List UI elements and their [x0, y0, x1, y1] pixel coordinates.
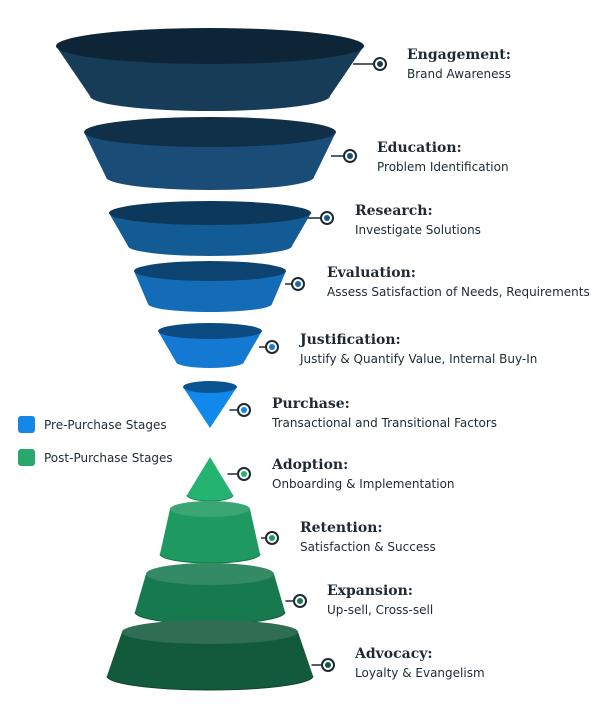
- stage-title: Expansion:: [327, 583, 413, 599]
- segment-top-cap: [170, 501, 250, 517]
- stage-title: Evaluation:: [327, 265, 416, 281]
- legend-label: Post-Purchase Stages: [44, 450, 173, 465]
- connector-dot-center: [297, 598, 303, 604]
- segment-body: [183, 387, 237, 428]
- stage-description: Up-sell, Cross-sell: [327, 602, 434, 617]
- stage-label-evaluation: Evaluation: Assess Satisfaction of Needs…: [327, 265, 590, 299]
- segment-body: [107, 632, 313, 690]
- segment-top-opening: [84, 117, 336, 147]
- segment-body: [160, 509, 260, 563]
- segment-top-opening: [56, 28, 364, 64]
- connector-dot-center: [241, 471, 247, 477]
- stage-description: Brand Awareness: [407, 66, 511, 81]
- segment-bottom-rim: [106, 675, 314, 691]
- segment-bottom-rim: [159, 553, 261, 564]
- funnel-segment-evaluation: [134, 261, 305, 312]
- connector-dot-center: [377, 61, 383, 67]
- connector-dot-center: [241, 407, 247, 413]
- connector-dot-center: [325, 662, 331, 668]
- stage-title: Purchase:: [272, 396, 350, 412]
- stage-label-justification: Justification: Justify & Quantify Value,…: [300, 332, 537, 366]
- stage-description: Justify & Quantify Value, Internal Buy-I…: [300, 351, 538, 366]
- connector-dot-center: [269, 535, 275, 541]
- funnel-segment-purchase: [183, 381, 251, 428]
- connector-dot-center: [324, 215, 330, 221]
- funnel-segment-engagement: [56, 28, 387, 111]
- segment-body: [187, 457, 233, 501]
- segment-body: [84, 132, 336, 190]
- stage-label-purchase: Purchase: Transactional and Transitional…: [272, 396, 497, 430]
- stage-description: Onboarding & Implementation: [272, 476, 455, 491]
- stage-label-research: Research: Investigate Solutions: [355, 203, 481, 237]
- segment-top-cap: [146, 563, 274, 585]
- legend-swatch-pre-purchase: [18, 416, 35, 433]
- stage-description: Investigate Solutions: [355, 222, 481, 237]
- legend-label: Pre-Purchase Stages: [44, 417, 167, 432]
- stage-label-advocacy: Advocacy: Loyalty & Evangelism: [355, 646, 485, 680]
- segment-top-opening: [183, 381, 237, 393]
- stage-description: Assess Satisfaction of Needs, Requiremen…: [327, 284, 590, 299]
- stage-title: Education:: [377, 140, 462, 156]
- stage-label-expansion: Expansion: Up-sell, Cross-sell: [327, 583, 433, 617]
- segment-bottom-rim: [186, 494, 234, 502]
- funnel-segment-advocacy: [106, 620, 335, 691]
- segment-top-opening: [158, 323, 262, 339]
- connector-dot-center: [269, 344, 275, 350]
- funnel-segment-adoption: [186, 457, 251, 502]
- funnel-segment-expansion: [134, 563, 307, 625]
- connector-dot-center: [347, 153, 353, 159]
- stage-description: Transactional and Transitional Factors: [272, 415, 498, 430]
- legend-pre-purchase: Pre-Purchase Stages: [18, 416, 167, 433]
- legend-post-purchase: Post-Purchase Stages: [18, 449, 173, 466]
- stage-title: Advocacy:: [355, 646, 433, 662]
- segment-body: [56, 46, 364, 111]
- segment-body: [158, 331, 262, 368]
- connector-dot-center: [295, 281, 301, 287]
- funnel-segment-education: [84, 117, 357, 190]
- stage-title: Engagement:: [407, 47, 511, 63]
- segment-top-opening: [134, 261, 286, 281]
- stage-description: Satisfaction & Success: [300, 539, 436, 554]
- stage-description: Problem Identification: [377, 159, 509, 174]
- stage-title: Justification:: [300, 332, 401, 348]
- funnel-segment-retention: [159, 501, 279, 564]
- stage-label-engagement: Engagement: Brand Awareness: [407, 47, 511, 81]
- stage-title: Retention:: [300, 520, 383, 536]
- stage-description: Loyalty & Evangelism: [355, 665, 485, 680]
- stage-label-retention: Retention: Satisfaction & Success: [300, 520, 436, 554]
- segment-body: [109, 213, 311, 256]
- funnel-segment-justification: [158, 323, 279, 368]
- legend-swatch-post-purchase: [18, 449, 35, 466]
- funnel-segment-research: [109, 201, 334, 256]
- stage-label-education: Education: Problem Identification: [377, 140, 509, 174]
- segment-body: [135, 574, 285, 624]
- stage-label-adoption: Adoption: Onboarding & Implementation: [272, 457, 455, 491]
- segment-top-cap: [122, 620, 298, 644]
- stage-title: Adoption:: [272, 457, 349, 473]
- segment-top-opening: [109, 201, 311, 225]
- segment-body: [134, 271, 286, 312]
- stage-title: Research:: [355, 203, 433, 219]
